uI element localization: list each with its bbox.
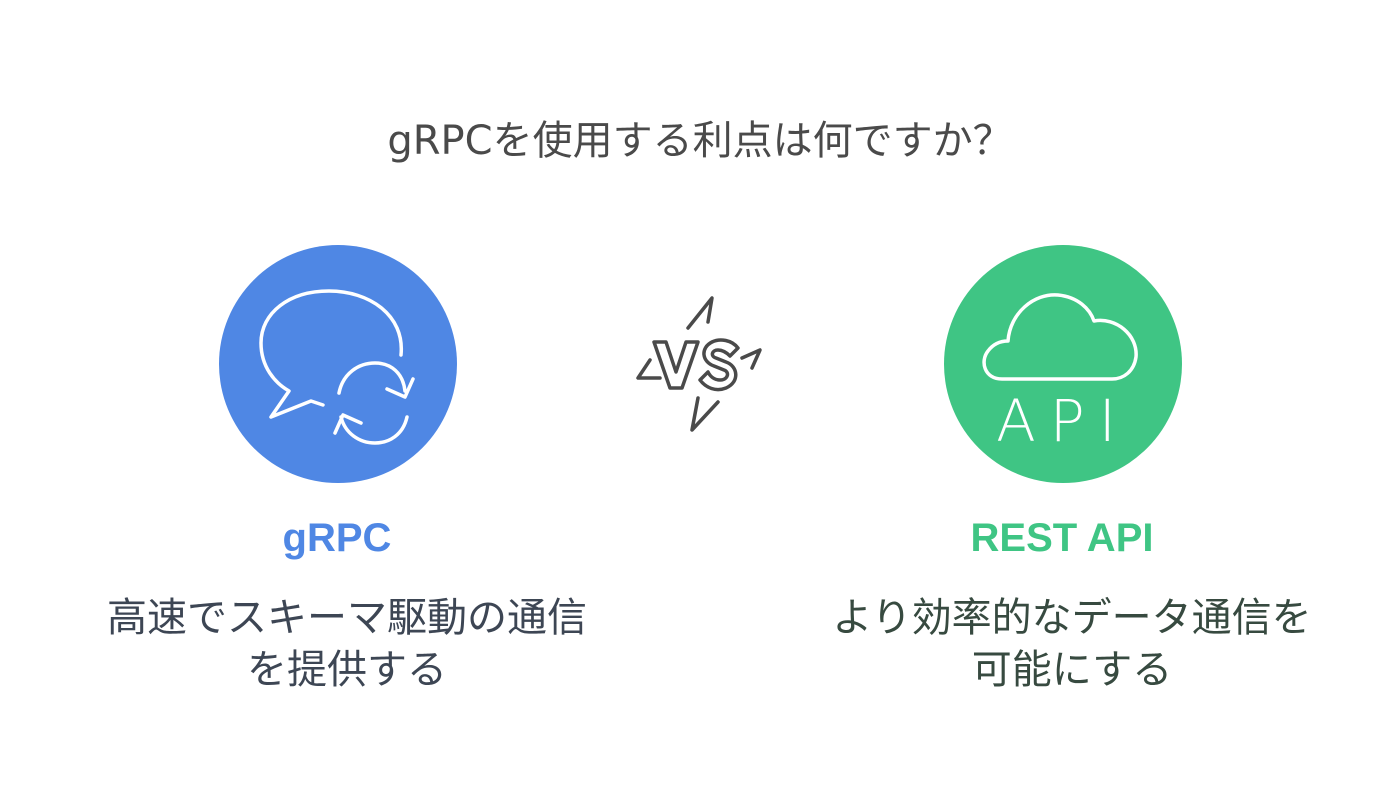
- grpc-description-line-1: 高速でスキーマ駆動の通信: [107, 595, 587, 641]
- rest-icon-circle: API: [944, 245, 1182, 483]
- rest-description: より効率的なデータ通信を 可能にする: [762, 592, 1382, 696]
- vs-icon: [630, 290, 770, 444]
- grpc-description: 高速でスキーマ駆動の通信 を提供する: [37, 592, 657, 696]
- rest-description-line-2: 可能にする: [971, 647, 1173, 693]
- grpc-heading: gRPC: [282, 516, 392, 560]
- cloud-api-icon: API: [982, 293, 1138, 455]
- grpc-icon-circle: [219, 245, 457, 483]
- page-title: gRPCを使用する利点は何ですか？: [387, 118, 1013, 164]
- api-icon-text: API: [996, 387, 1130, 455]
- rest-heading: REST API: [970, 516, 1154, 560]
- rest-description-line-1: より効率的なデータ通信を: [832, 595, 1312, 641]
- chat-sync-icon: [259, 289, 415, 445]
- grpc-description-line-2: を提供する: [247, 647, 447, 693]
